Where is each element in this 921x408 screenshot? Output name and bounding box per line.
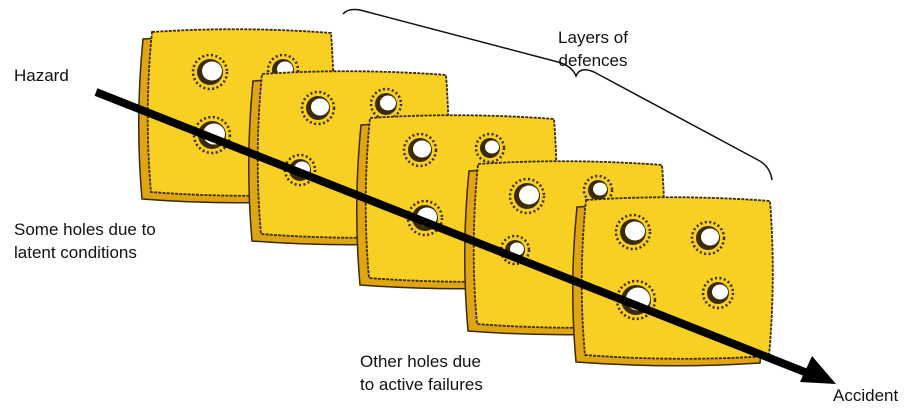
active-failures-label: Other holes due to active failures: [360, 350, 483, 396]
hazard-label: Hazard: [14, 64, 69, 87]
slice-5: [573, 197, 773, 366]
latent-conditions-label: Some holes due to latent conditions: [14, 218, 156, 264]
layers-of-defences-label: Layers of defences: [533, 26, 653, 72]
slice-face: [582, 197, 773, 359]
accident-label: Accident: [833, 384, 898, 407]
